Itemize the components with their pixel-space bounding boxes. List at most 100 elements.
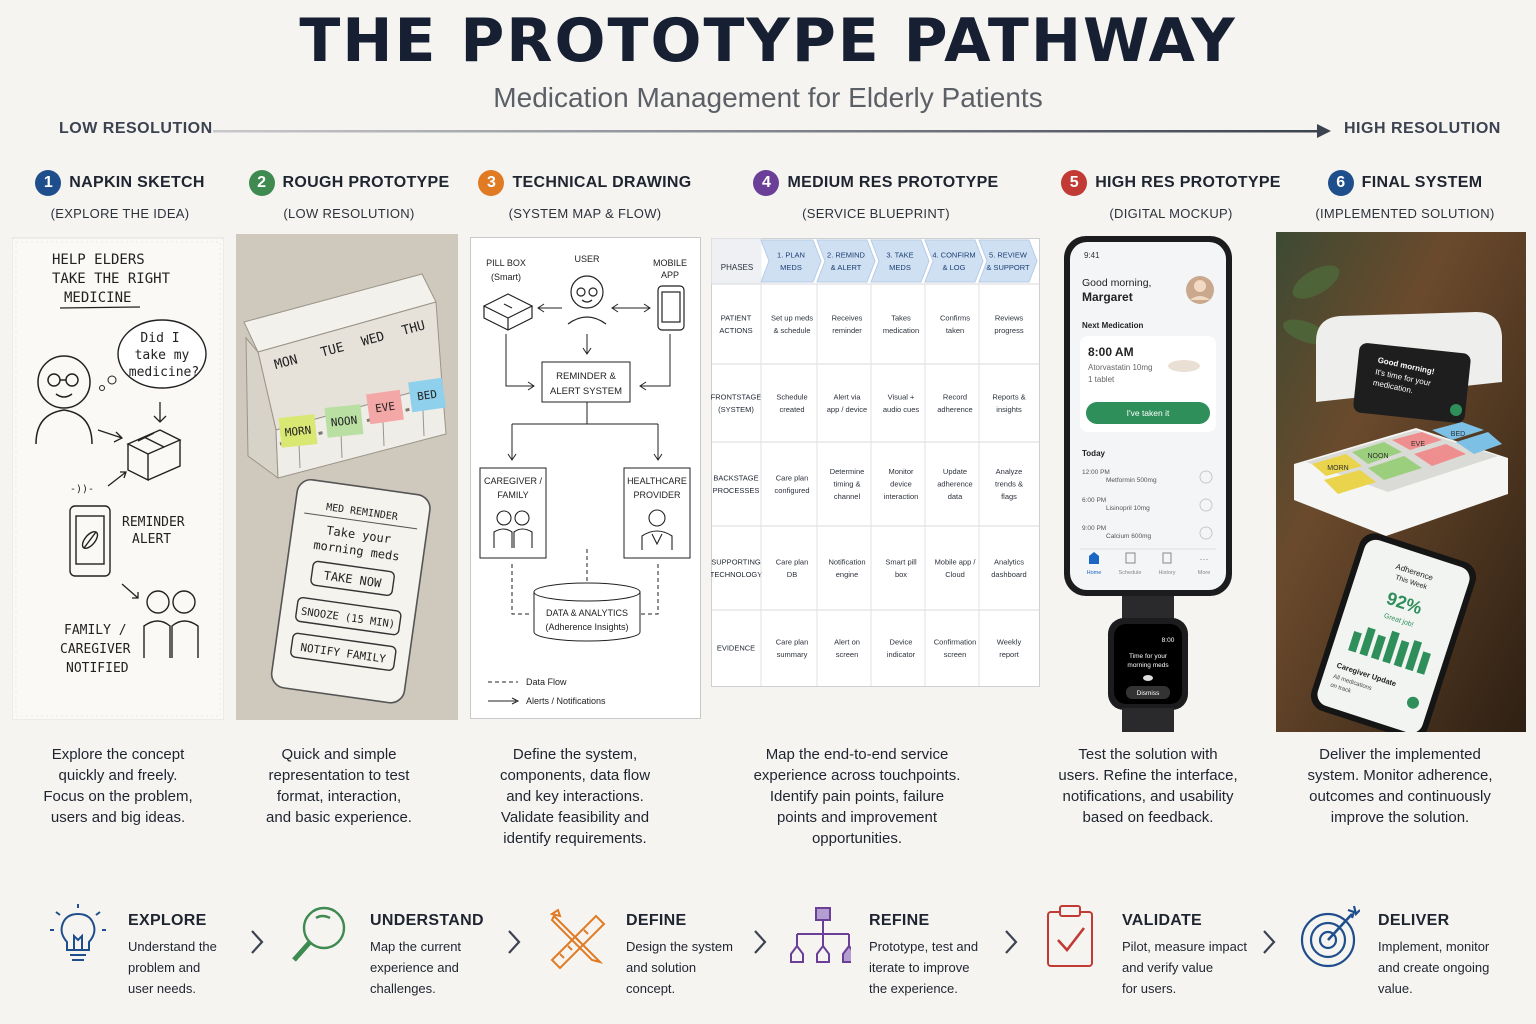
next-medication-label: Next Medication [1082,321,1143,330]
day-label: MON [273,352,300,373]
dose-checkbox[interactable] [1199,470,1213,484]
blueprint-cell: Device [890,637,913,646]
blueprint-cell: Takes [891,313,911,322]
napkin-headline-line: MEDICINE [64,290,131,306]
legend: Data Flow Alerts / Notifications [488,677,606,706]
description-line: Validate feasibility and [500,809,650,826]
phase-label: & LOG [943,263,966,272]
stage-number-badge: 3 [478,170,505,196]
row-label: FRONTSTAGE [711,392,761,401]
today-drug: Lisinopril 10mg [1106,505,1150,512]
blueprint-cell: Alert via [833,392,861,401]
dose-checkbox[interactable] [1199,498,1213,512]
legend-alerts: Alerts / Notifications [526,696,606,706]
row-label: PROCESSES [713,486,760,495]
caregiver-node-label: CAREGIVER / [484,476,543,486]
provider-node-label: HEALTHCARE [627,476,687,486]
blueprint-cell: created [779,405,804,414]
elder-face-icon [35,355,93,445]
nav-more[interactable]: More [1198,570,1211,576]
day-label: THU [400,318,427,339]
watch-message: Time for your [1129,653,1168,660]
nav-history[interactable]: History [1158,570,1175,576]
blueprint-cell: Reports & [992,392,1025,401]
step-explore: EXPLORE Understand the problem and user … [48,902,217,999]
stage-title: TECHNICAL DRAWING [512,174,692,191]
blueprint-cell: Set up meds [771,313,813,322]
hierarchy-icon [790,907,851,963]
watch-dismiss-label[interactable]: Dismiss [1137,690,1160,697]
phase-label: 5. REVIEW [989,250,1028,259]
watch-dismiss-button[interactable] [1126,686,1170,699]
description-line: based on feedback. [1082,809,1214,826]
description-line: identify requirements. [503,830,647,847]
blueprint-cell: DB [787,570,797,579]
blueprint-cell: Monitor [888,467,914,476]
step-text-line: and verify value [1122,960,1214,975]
blueprint-cell: Alert on [834,637,860,646]
stage-1-description: Explore the concept quickly and freely. … [18,744,218,828]
blueprint-cell: interaction [884,492,919,501]
dose-checkbox[interactable] [1199,526,1213,540]
high-res-prototype-panel: 9:41 Good morning, Margaret Next Medicat… [1060,234,1240,732]
step-title: DELIVER [1378,912,1450,929]
description-line: opportunities. [811,830,903,847]
pillbox-node-label: PILL BOX [486,258,526,268]
blueprint-cell: app / device [827,405,867,414]
nav-home[interactable]: Home [1087,570,1102,576]
description-line: and basic experience. [266,809,412,826]
stage-number-badge: 5 [1061,170,1088,196]
step-text-line: concept. [626,981,676,996]
taken-button-label[interactable]: I've taken it [1127,408,1170,418]
step-validate: VALIDATE Pilot, measure impact and verif… [1042,902,1247,999]
blueprint-cell: trends & [995,480,1023,489]
blueprint-cell: Care plan [776,473,809,482]
blueprint-cell: device [890,480,912,489]
step-title: VALIDATE [1122,912,1203,929]
taken-button[interactable]: I've taken it [1086,402,1210,424]
phase-label: & ALERT [831,263,862,272]
description-line: users and big ideas. [50,809,186,826]
description-line: Explore the concept [51,746,185,763]
blueprint-cell: Schedule [776,392,807,401]
pill-icon [1168,360,1200,372]
family-line: NOTIFIED [66,661,129,676]
row-label: SUPPORTING [711,557,761,566]
blueprint-cell: Care plan [776,557,809,566]
slot-note: EVE [374,400,395,416]
step-text-line: Design the system [626,939,733,954]
svg-text:-))-: -))- [70,484,94,495]
thought-line: medicine? [129,365,199,380]
reminder-line: ALERT [132,532,171,547]
row-label: PATIENT [721,313,752,322]
database-icon [533,582,641,642]
blueprint-cell: Care plan [776,637,809,646]
napkin-sketch-panel: HELP ELDERS TAKE THE RIGHT MEDICINE Did … [12,234,224,720]
blueprint-cell: medication [883,326,919,335]
thought-line: Did I [140,331,179,346]
description-line: experience across touchpoints. [753,767,961,784]
stage-title: FINAL SYSTEM [1361,174,1483,191]
step-text-line: Implement, monitor [1378,939,1490,954]
step-title: EXPLORE [128,912,207,929]
blueprint-cell: reminder [832,326,862,335]
step-deliver: DELIVER Implement, monitor and create on… [1298,902,1489,999]
blueprint-cell: progress [994,326,1023,335]
step-text-line: problem and [128,960,201,975]
nav-schedule[interactable]: Schedule [1119,570,1142,576]
phase-chevron [870,239,930,283]
phase-label: 1. PLAN [777,250,805,259]
step-text-line: user needs. [128,981,196,996]
mobile-node-label: APP [661,270,679,280]
day-label: WED [360,329,387,350]
slot-note: BED [416,388,437,404]
box-slot-label: BED [1451,431,1465,438]
napkin-headline-line: TAKE THE RIGHT [52,271,171,287]
step-text-line: experience and [370,960,459,975]
doctor-icon [641,509,673,550]
blueprint-cell: Reviews [995,313,1024,322]
blueprint-cell: adherence [937,405,972,414]
blueprint-cell: engine [836,570,859,579]
